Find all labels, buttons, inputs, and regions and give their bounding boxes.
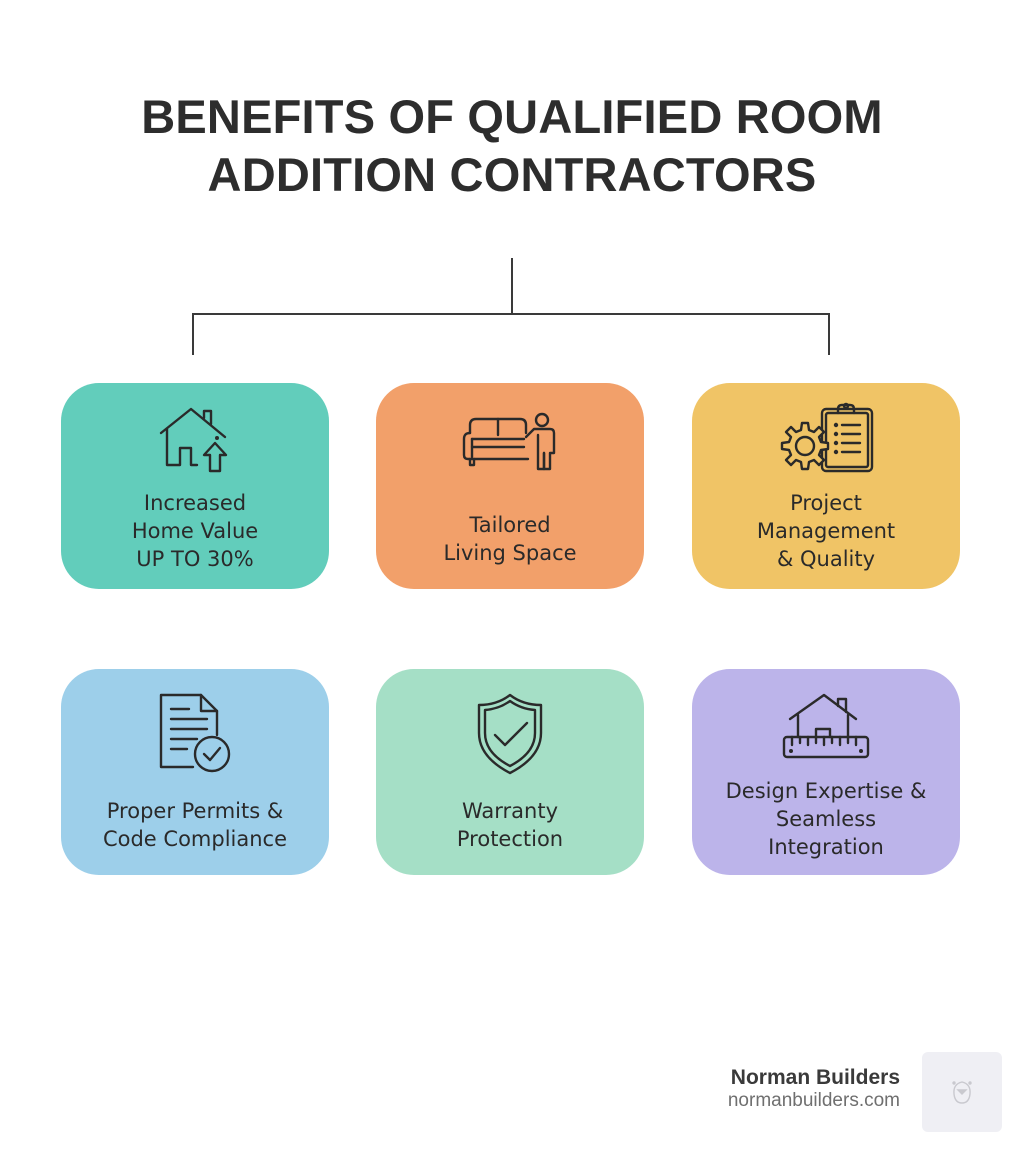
brand-block: Norman Builders normanbuilders.com: [728, 1066, 900, 1112]
gear-clipboard-icon: [692, 402, 960, 475]
benefit-card-permits: Proper Permits & Code Compliance: [61, 669, 329, 875]
page-title: BENEFITS OF QUALIFIED ROOM ADDITION CONT…: [0, 88, 1024, 204]
benefit-label: Increased Home Value UP TO 30%: [131, 491, 259, 571]
house-ruler-icon: [692, 693, 960, 759]
benefit-card-warranty: Warranty Protection: [376, 669, 644, 875]
benefit-card-living-space: Tailored Living Space: [376, 383, 644, 589]
benefit-label: Warranty Protection: [456, 799, 564, 851]
benefit-label: Tailored Living Space: [443, 513, 577, 565]
benefit-label: Proper Permits & Code Compliance: [102, 799, 288, 851]
shield-check-icon: [376, 693, 644, 775]
benefit-label: Project Management & Quality: [756, 491, 896, 571]
benefit-label: Design Expertise & Seamless Integration: [725, 779, 927, 859]
title-line-2: ADDITION CONTRACTORS: [207, 148, 817, 201]
benefit-card-home-value: Increased Home Value UP TO 30%: [61, 383, 329, 589]
bear-logo-icon: [922, 1052, 1002, 1132]
benefit-card-design: Design Expertise & Seamless Integration: [692, 669, 960, 875]
benefit-card-project-management: Project Management & Quality: [692, 383, 960, 589]
sofa-person-icon: [376, 412, 644, 475]
brand-url[interactable]: normanbuilders.com: [727, 1090, 900, 1111]
title-line-1: BENEFITS OF QUALIFIED ROOM: [141, 90, 883, 143]
house-value-up-icon: [61, 407, 329, 473]
document-check-icon: [61, 693, 329, 773]
brand-name: Norman Builders: [730, 1066, 900, 1089]
